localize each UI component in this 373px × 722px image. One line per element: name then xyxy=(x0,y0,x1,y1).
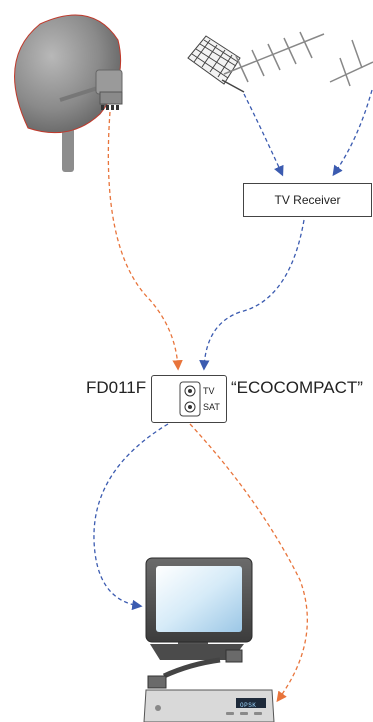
tv-receiver-box: TV Receiver xyxy=(243,183,372,217)
device-to-stb-line xyxy=(189,423,308,703)
terrestrial-line-yagi xyxy=(332,89,373,177)
set-top-box-icon xyxy=(143,689,275,722)
yagi-antenna-2-icon xyxy=(329,39,373,87)
grid-antenna-icon xyxy=(187,35,245,93)
device-faceplate: TV SAT xyxy=(151,375,227,423)
port-tv-label: TV xyxy=(203,386,215,396)
device-model-label: FD011F xyxy=(86,378,147,397)
receiver-to-device-line xyxy=(199,219,305,371)
scart-cable-icon xyxy=(147,649,243,689)
stb-display-text: OPSK xyxy=(240,702,257,709)
device-to-tv-line xyxy=(93,423,169,611)
sat-socket-icon xyxy=(184,401,196,413)
port-sat-label: SAT xyxy=(203,402,220,412)
yagi-antenna-icon xyxy=(223,31,325,83)
device-series-label: “ECOCOMPACT” xyxy=(231,378,363,397)
satellite-dish-icon xyxy=(14,14,123,172)
dish-to-device-line xyxy=(107,111,183,371)
tv-icon xyxy=(145,557,253,660)
tv-socket-icon xyxy=(184,385,196,397)
terrestrial-line-grid xyxy=(243,93,284,177)
tv-receiver-label: TV Receiver xyxy=(274,193,341,207)
